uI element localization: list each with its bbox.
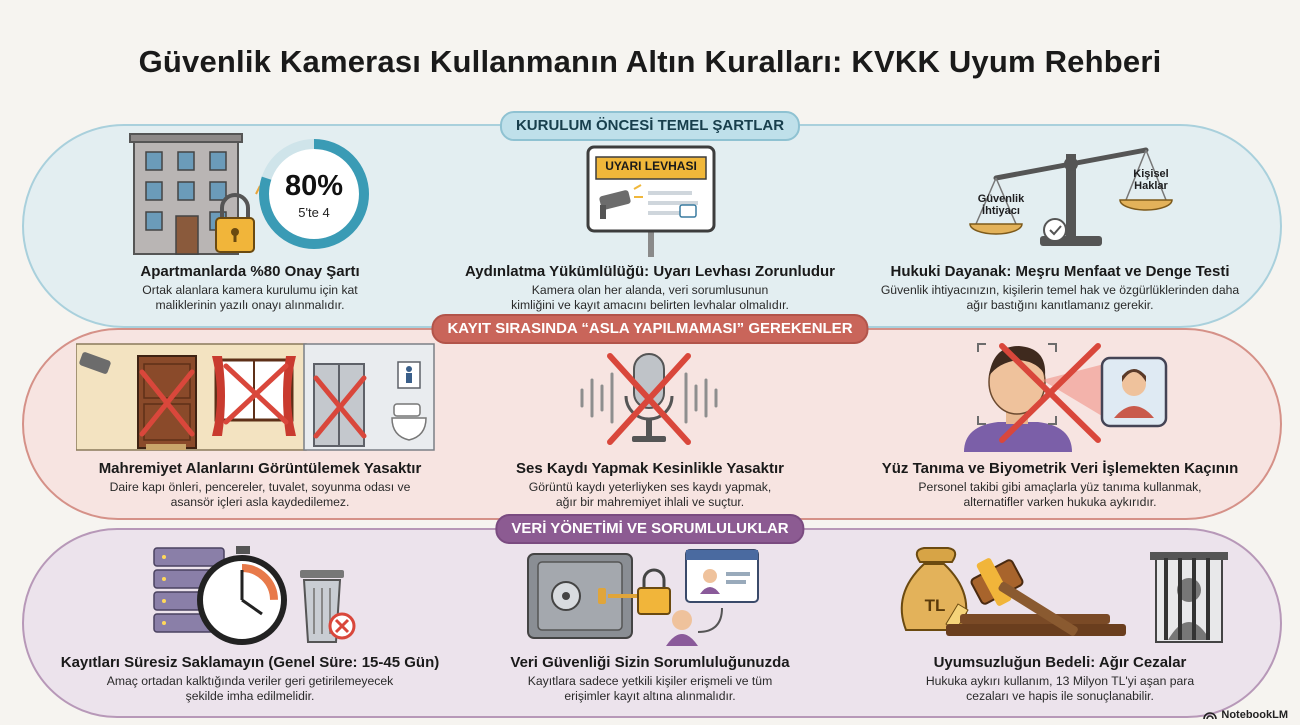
item-body: Personel takibi gibi amaçlarla yüz tanım… xyxy=(918,480,1202,509)
item-body: Kamera olan her alanda, veri sorumlusunu… xyxy=(511,283,789,312)
item-legal-basis: Hukuki Dayanak: Meşru Menfaat ve Denge T… xyxy=(860,263,1260,313)
microphone-forbidden-icon xyxy=(580,353,718,445)
brand-name: NotebookLM xyxy=(1221,709,1288,721)
warning-sign-icon xyxy=(586,145,716,257)
section-setup-label: KURULUM ÖNCESİ TEMEL ŞARTLAR xyxy=(499,111,801,141)
money-bag-label: TL xyxy=(924,596,946,615)
server-timer-trash-icon xyxy=(153,546,356,645)
notebooklm-icon xyxy=(1203,712,1218,720)
item-heading: Hukuki Dayanak: Meşru Menfaat ve Denge T… xyxy=(890,263,1230,280)
item-penalties: Uyumsuzluğun Bedeli: Ağır Cezalar Hukuka… xyxy=(860,654,1260,704)
item-heading: Apartmanlarda %80 Onay Şartı xyxy=(140,263,360,280)
item-retention: Kayıtları Süresiz Saklamayın (Genel Süre… xyxy=(50,654,450,704)
private-areas-forbidden-icon xyxy=(76,343,435,451)
item-heading: Veri Güvenliği Sizin Sorumluluğunuzda xyxy=(510,654,790,671)
building-lock-icon xyxy=(129,133,369,255)
page-title: Güvenlik Kamerası Kullanmanın Altın Kura… xyxy=(138,44,1162,79)
money-gavel-prison-icon xyxy=(900,547,1228,643)
item-heading: Ses Kaydı Yapmak Kesinlikle Yasaktır xyxy=(516,460,784,477)
item-body: Görüntü kaydı yeterliyken ses kaydı yapm… xyxy=(528,480,772,509)
item-body: Ortak alanlara kamera kurulumu için kat … xyxy=(142,283,358,312)
progress-value: 80% xyxy=(284,170,344,202)
item-signage: Aydınlatma Yükümlülüğü: Uyarı Levhası Zo… xyxy=(450,263,850,313)
item-data-security: Veri Güvenliği Sizin Sorumluluğunuzda Ka… xyxy=(450,654,850,704)
item-body: Kayıtlara sadece yetkili kişiler erişmel… xyxy=(527,674,773,703)
item-audio-recording: Ses Kaydı Yapmak Kesinlikle Yasaktır Gör… xyxy=(450,460,850,510)
progress-caption: 5'te 4 xyxy=(298,205,330,220)
item-approval: Apartmanlarda %80 Onay Şartı Ortak alanl… xyxy=(50,263,450,313)
face-recognition-forbidden-icon xyxy=(964,343,1168,452)
item-heading: Aydınlatma Yükümlülüğü: Uyarı Levhası Zo… xyxy=(464,263,836,280)
section-data-label: VERİ YÖNETİMİ VE SORUMLULUKLAR xyxy=(495,514,805,544)
item-heading: Uyumsuzluğun Bedeli: Ağır Cezalar xyxy=(933,654,1187,671)
item-heading: Kayıtları Süresiz Saklamayın (Genel Süre… xyxy=(60,654,440,671)
item-privacy-areas: Mahremiyet Alanlarını Görüntülemek Yasak… xyxy=(60,460,460,510)
item-heading: Yüz Tanıma ve Biyometrik Veri İşlemekten… xyxy=(881,460,1239,477)
item-body: Daire kapı önleri, pencereler, tuvalet, … xyxy=(109,480,411,509)
brand-logo: NotebookLM xyxy=(1203,709,1288,721)
section-forbidden-label: KAYIT SIRASINDA “ASLA YAPILMAMASI” GEREK… xyxy=(431,314,869,344)
item-body: Amaç ortadan kalktığında veriler geri ge… xyxy=(106,674,394,703)
balance-scale-icon xyxy=(969,147,1173,246)
sign-title: UYARI LEVHASI xyxy=(605,159,697,173)
item-biometrics: Yüz Tanıma ve Biyometrik Veri İşlemekten… xyxy=(860,460,1260,510)
item-body: Güvenlik ihtiyacınızın, kişilerin temel … xyxy=(880,283,1240,312)
item-body: Hukuka aykırı kullanım, 13 Milyon TL'yi … xyxy=(925,674,1195,703)
safe-lock-access-icon xyxy=(527,549,759,646)
scale-right-label: Kişisel Haklar xyxy=(1133,168,1169,192)
item-heading: Mahremiyet Alanlarını Görüntülemek Yasak… xyxy=(98,460,422,477)
scale-left-label: Güvenlik İhtiyacı xyxy=(977,193,1025,217)
progress-ring xyxy=(259,139,369,249)
